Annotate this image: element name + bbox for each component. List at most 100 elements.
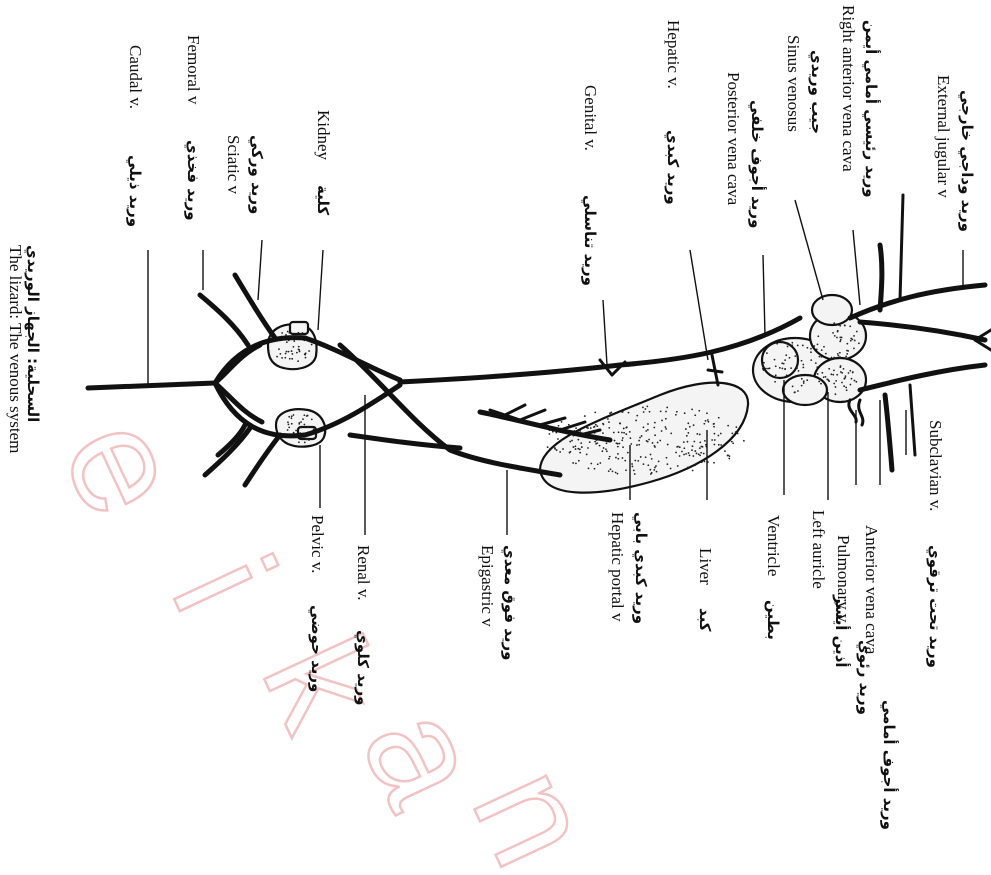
stipple-dot [602,432,604,434]
organs [268,295,866,493]
stipple-dot [835,393,837,395]
stipple-dot [311,418,313,420]
stipple-dot [853,347,855,349]
stipple-dot [704,461,706,463]
stipple-dot [779,367,781,369]
stipple-dot [622,446,624,448]
stipple-dot [284,357,286,359]
stipple-dot [617,473,619,475]
stipple-dot [596,425,598,427]
label-external-jugular-en: External jugular v [934,75,953,198]
stipple-dot [781,368,783,370]
stipple-dot [305,357,307,359]
stipple-dot [769,367,771,369]
stipple-dot [595,424,597,426]
stipple-dot [802,345,804,347]
stipple-dot [581,446,583,448]
leader-hepatic [690,250,708,360]
stipple-dot [609,456,611,458]
stipple-dot [852,372,854,374]
stipple-dot [714,433,716,435]
hepatic-branch [520,410,545,420]
stipple-dot [834,335,836,337]
stipple-dot [849,325,851,327]
stipple-dot [776,343,778,345]
label-caudal-en: Caudal v. [126,45,145,109]
stipple-dot [661,430,663,432]
stipple-dot [681,451,683,453]
stipple-dot [643,463,645,465]
stipple-dot [618,431,620,433]
heart-lobe [783,375,827,405]
stipple-dot [306,415,308,417]
stipple-dot [735,431,737,433]
anterior-head-vein [860,322,985,340]
stipple-dot [844,325,846,327]
stipple-dot [832,374,834,376]
label-sinus-venosus-en: Sinus venosus [784,35,803,132]
label-right-anterior-vena-cava-en: Right anterior vena cava [839,5,858,172]
stipple-dot [648,439,650,441]
stipple-dot [796,367,798,369]
stipple-dot [629,437,631,439]
stipple-dot [605,448,607,450]
stipple-dot [692,455,694,457]
stipple-dot [737,433,739,435]
stipple-dot [628,412,630,414]
stipple-dot [839,352,841,354]
label-caudal-ar: وريد ذيلي [126,155,144,227]
stipple-dot [614,440,616,442]
stipple-dot [713,426,715,428]
stipple-dot [693,441,695,443]
stipple-dot [714,439,716,441]
stipple-dot [608,458,610,460]
leg-vein [235,275,275,338]
liver-shape [540,383,748,493]
stipple-dot [599,445,601,447]
stipple-dot [558,425,560,427]
stipple-dot [677,446,679,448]
stipple-dot [820,383,822,385]
stipple-dot [685,453,687,455]
label-genital-ar: وريد تناسلي [581,195,599,286]
stipple-dot [288,351,290,353]
stipple-dot [597,463,599,465]
stipple-dot [626,426,628,428]
stipple-dot [635,420,637,422]
label-liver-ar: كبد [696,608,714,632]
stipple-dot [843,378,845,380]
stipple-dot [575,462,577,464]
stipple-dot [569,452,571,454]
stipple-dot [287,331,289,333]
stipple-dot [789,357,791,359]
stipple-dot [307,426,309,428]
stipple-dot [295,430,297,432]
leg-vein [245,435,280,485]
stipple-dot [590,463,592,465]
stipple-dot [634,473,636,475]
stipple-dot [684,412,686,414]
label-pelvic-ar: وريد حوضي [308,605,326,692]
stipple-dot [638,440,640,442]
stipple-dot [713,462,715,464]
stipple-dot [801,378,803,380]
stipple-dot [606,450,608,452]
stipple-dot [636,415,638,417]
stipple-dot [821,349,823,351]
stipple-dot [589,441,591,443]
stipple-dot [627,452,629,454]
stipple-dot [580,442,582,444]
stipple-dot [765,368,767,370]
subclavian-branch [910,385,915,455]
stipple-dot [300,333,302,335]
stipple-dot [676,411,678,413]
stipple-dot [315,435,317,437]
stipple-dot [850,340,852,342]
stipple-dot [656,471,658,473]
stipple-dot [288,424,290,426]
stipple-dot [293,346,295,348]
figure-caption: السحلية: الجهاز الوريدي The lizard: The … [6,245,42,453]
stipple-dot [306,438,308,440]
stipple-dot [845,355,847,357]
stipple-dot [602,423,604,425]
